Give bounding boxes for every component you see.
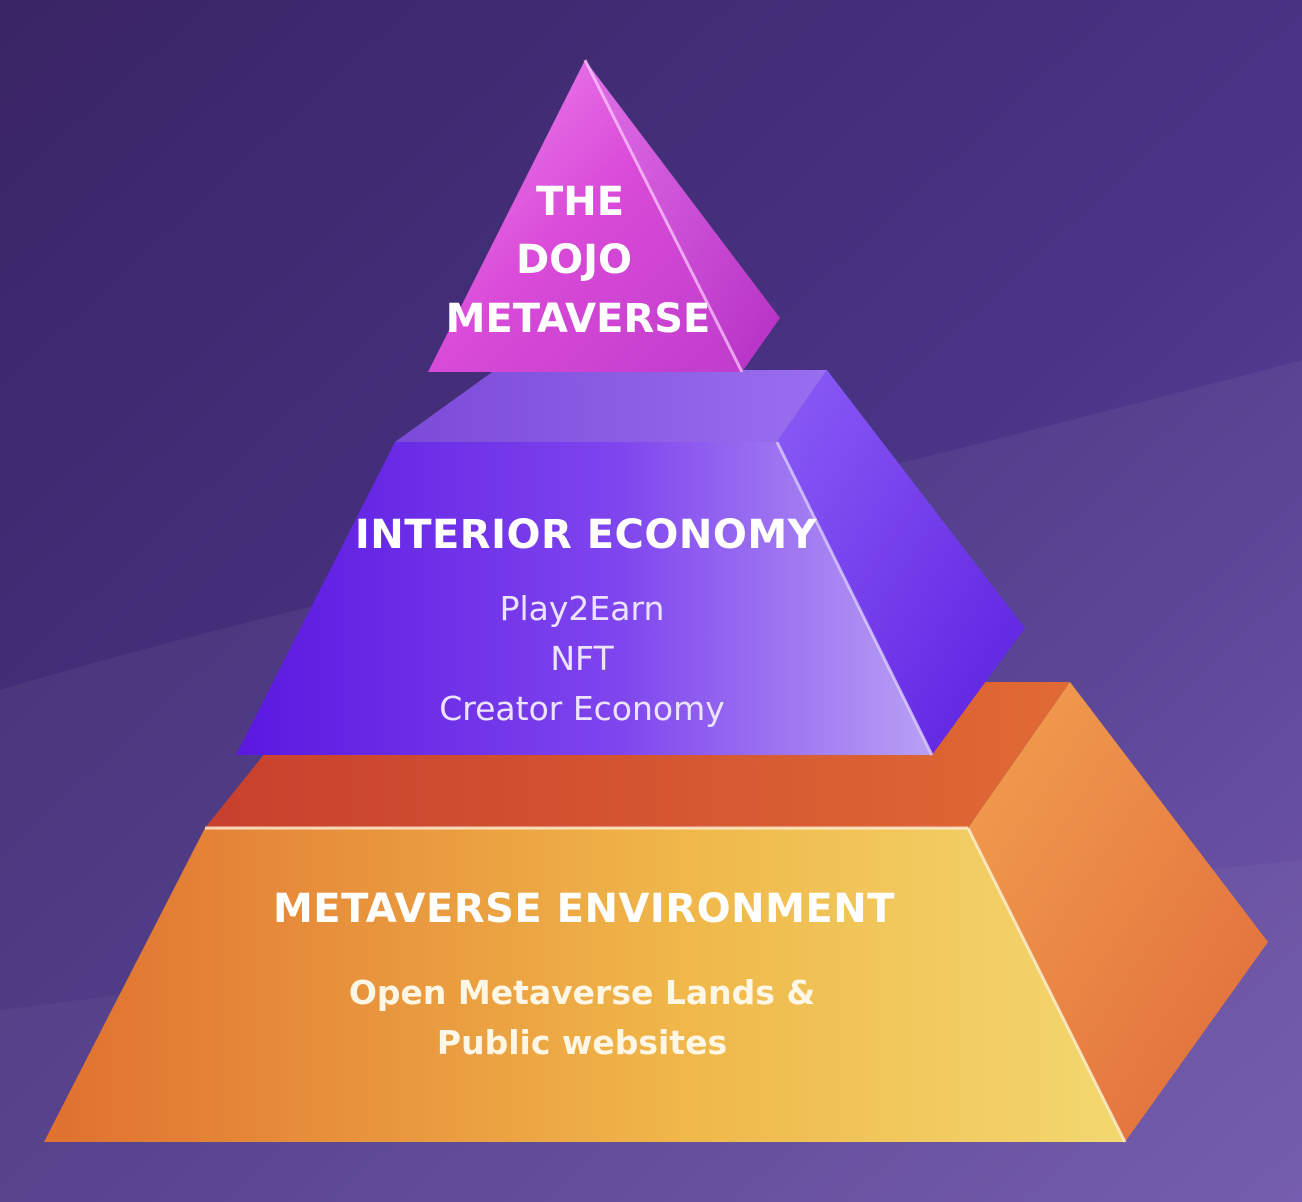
top-tier-front-face — [428, 60, 742, 372]
middle-tier — [236, 370, 1025, 756]
top-tier-label-line-2: DOJO — [516, 237, 632, 283]
top-tier — [428, 59, 780, 373]
middle-tier-side-face — [777, 370, 1025, 755]
middle-tier-front-face — [236, 442, 932, 755]
bottom-tier-line-1: Open Metaverse Lands & — [349, 973, 815, 1012]
middle-tier-item-1: Play2Earn — [500, 589, 665, 628]
middle-tier-top-face — [395, 370, 827, 442]
top-tier-label-line-3: METAVERSE — [446, 296, 711, 342]
middle-tier-item-3: Creator Economy — [439, 689, 725, 728]
bottom-tier-title: METAVERSE ENVIRONMENT — [273, 886, 895, 932]
bottom-tier-side-face — [968, 682, 1268, 1142]
bottom-tier-front-face — [44, 828, 1125, 1142]
middle-tier-title: INTERIOR ECONOMY — [355, 512, 818, 558]
top-tier-label-line-1: THE — [536, 179, 624, 225]
bottom-tier-line-2: Public websites — [437, 1023, 727, 1062]
middle-tier-item-2: NFT — [550, 639, 614, 678]
